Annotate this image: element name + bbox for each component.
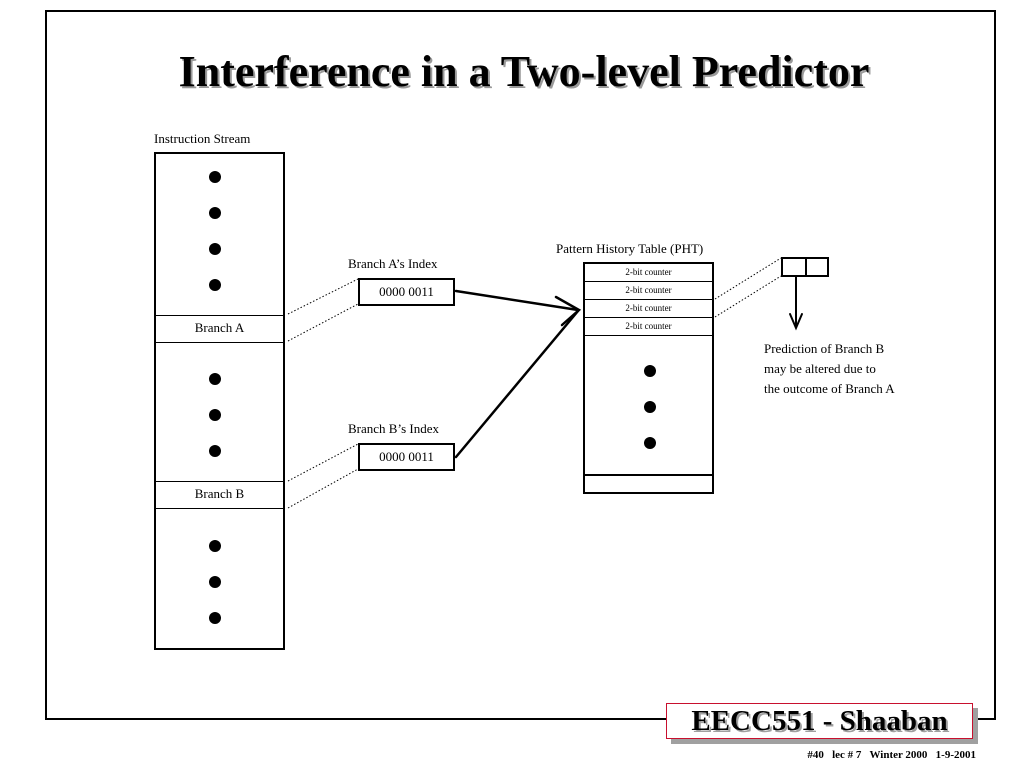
branch-b-dotted-connector [287, 443, 359, 482]
ellipsis-dot [644, 401, 656, 413]
slide-footer: #40 lec # 7 Winter 2000 1-9-2001 [807, 749, 976, 761]
course-brand-box: EECC551 - Shaaban [666, 703, 973, 739]
ellipsis-dot [644, 365, 656, 377]
branch-a-index-box: 0000 0011 [358, 278, 455, 306]
prediction-note-line: may be altered due to [764, 361, 876, 376]
pht-label: Pattern History Table (PHT) [556, 241, 704, 256]
ellipsis-dot [209, 409, 221, 421]
counter-dotted-connector [714, 275, 782, 318]
ellipsis-dot [209, 576, 221, 588]
counter-dotted-connector [714, 257, 782, 300]
ellipsis-dot [209, 445, 221, 457]
branch-a-dotted-connector [287, 303, 359, 342]
pht-row-counter: 2-bit counter [585, 264, 712, 282]
branch-b-pointer-arrow [454, 309, 580, 459]
instruction-stream-label: Instruction Stream [154, 131, 251, 146]
pht-row-counter: 2-bit counter [585, 300, 712, 318]
prediction-note-line: Prediction of Branch B [764, 341, 885, 356]
prediction-note: Prediction of Branch B may be altered du… [764, 339, 895, 399]
arrow-head [789, 313, 803, 331]
frame-bottom-border-left [45, 718, 666, 720]
ellipsis-dot [209, 373, 221, 385]
pht-row-counter: 2-bit counter [585, 282, 712, 300]
branch-a-dotted-connector [287, 278, 359, 315]
ellipsis-dot [209, 612, 221, 624]
branch-b-index-label: Branch B’s Index [348, 421, 439, 436]
ellipsis-dot [209, 171, 221, 183]
branch-a-pointer-arrow [454, 289, 580, 312]
slide-frame [45, 10, 996, 720]
ellipsis-dot [209, 279, 221, 291]
branch-a-index-label: Branch A’s Index [348, 256, 438, 271]
branch-b-dotted-connector [287, 468, 359, 509]
instruction-stream-box: Branch A Branch B [154, 152, 285, 650]
pht-last-row-divider [585, 474, 712, 476]
two-bit-counter-box [781, 257, 829, 277]
ellipsis-dot [209, 540, 221, 552]
branch-a-cell: Branch A [156, 315, 283, 343]
slide-title: Interference in a Two-level Predictor [178, 47, 870, 96]
ellipsis-dot [644, 437, 656, 449]
pattern-history-table: 2-bit counter 2-bit counter 2-bit counte… [583, 262, 714, 494]
two-bit-counter-divider [805, 259, 807, 275]
pht-row-counter: 2-bit counter [585, 318, 712, 336]
arrow-head [554, 295, 582, 327]
ellipsis-dot [209, 243, 221, 255]
branch-b-index-box: 0000 0011 [358, 443, 455, 471]
prediction-note-line: the outcome of Branch A [764, 381, 895, 396]
frame-bottom-border-right [978, 718, 996, 720]
branch-b-cell: Branch B [156, 481, 283, 509]
ellipsis-dot [209, 207, 221, 219]
